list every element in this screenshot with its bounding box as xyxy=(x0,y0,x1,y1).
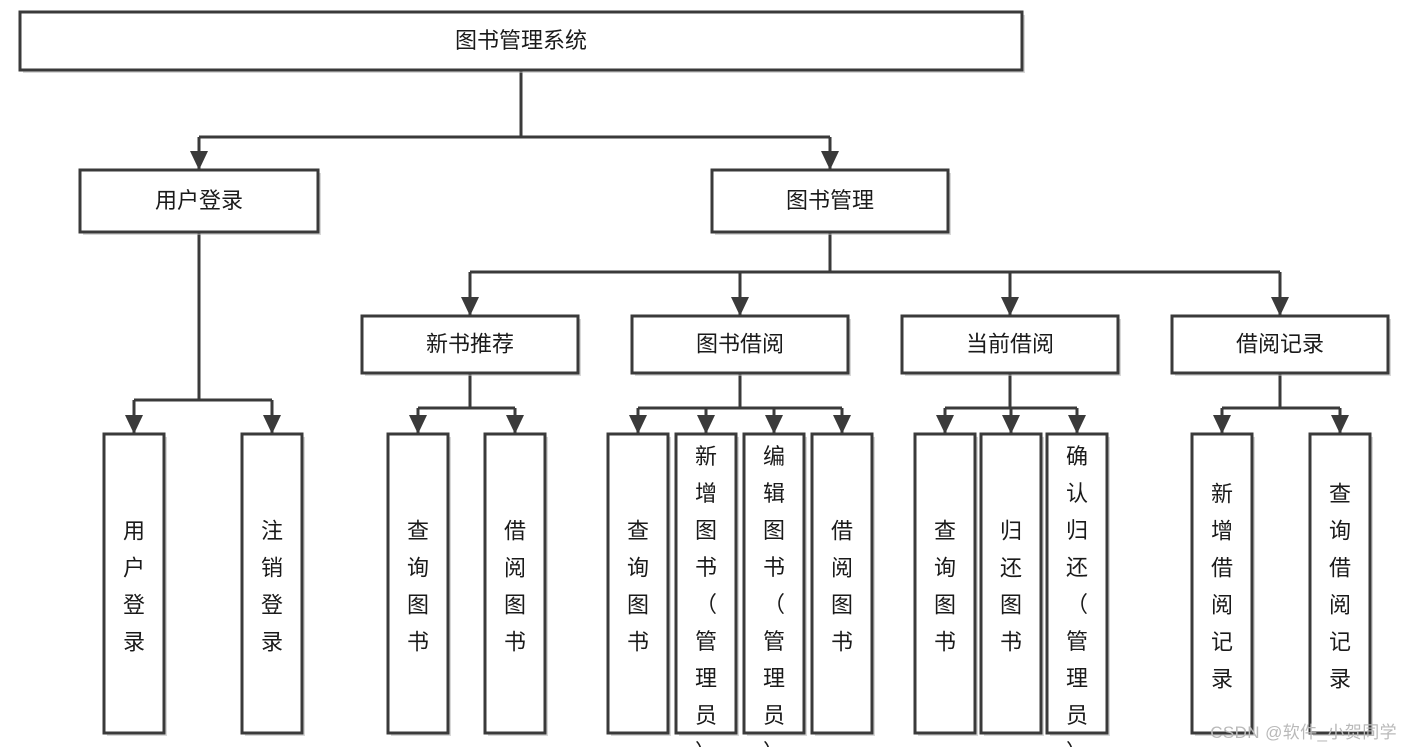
arrow-head-icon xyxy=(1213,415,1231,434)
node-rect xyxy=(1190,432,1254,735)
node-rect xyxy=(1045,432,1109,735)
connector-layer xyxy=(125,70,1349,434)
arrow-head-icon xyxy=(697,415,715,434)
node-borrow-record[interactable]: 借阅记录 xyxy=(1170,314,1391,376)
node-label: 新书推荐 xyxy=(426,331,514,356)
node-return-book[interactable]: 归还图书 xyxy=(979,432,1044,736)
node-confirm-return-admin[interactable]: 确认归还（管理员） xyxy=(1045,432,1110,752)
node-rect xyxy=(810,432,874,735)
arrow-head-icon xyxy=(1068,415,1086,434)
node-label: 确认归还（管理员） xyxy=(1066,444,1088,747)
arrow-head-icon xyxy=(936,415,954,434)
node-rect xyxy=(102,432,166,735)
arrow-head-icon xyxy=(629,415,647,434)
node-label: 借阅图书 xyxy=(831,518,853,654)
node-rect xyxy=(386,432,450,735)
node-rect xyxy=(240,432,304,735)
node-label: 注销登录 xyxy=(261,518,283,654)
node-add-book-admin[interactable]: 新增图书（管理员） xyxy=(674,432,739,752)
node-rect xyxy=(913,432,977,735)
node-borrow-book-2[interactable]: 借阅图书 xyxy=(810,432,875,736)
node-rect xyxy=(483,432,547,735)
node-user-login-do[interactable]: 用户登录 xyxy=(102,432,167,736)
node-rect xyxy=(78,168,320,234)
node-book-manage[interactable]: 图书管理 xyxy=(710,168,951,235)
arrow-head-icon xyxy=(506,415,524,434)
node-label: 图书借阅 xyxy=(696,331,784,356)
node-label: 查询图书 xyxy=(934,518,956,654)
node-add-borrow-record[interactable]: 新增借阅记录 xyxy=(1190,432,1255,736)
node-label: 查询图书 xyxy=(407,518,429,654)
arrow-head-icon xyxy=(731,297,749,316)
node-rect xyxy=(18,10,1024,72)
node-label: 当前借阅 xyxy=(966,331,1054,356)
node-query-borrow-record[interactable]: 查询借阅记录 xyxy=(1308,432,1373,736)
node-label: 新增借阅记录 xyxy=(1211,481,1233,691)
node-rect xyxy=(900,314,1120,375)
node-label: 用户登录 xyxy=(155,188,243,213)
watermark-csdn: CSDN @软件_小贺同学 xyxy=(1210,723,1397,742)
node-rect xyxy=(1170,314,1390,375)
node-rect xyxy=(742,432,806,735)
node-rect xyxy=(674,432,738,735)
arrow-head-icon xyxy=(263,415,281,434)
node-book-borrow[interactable]: 图书借阅 xyxy=(630,314,851,376)
node-layer: 图书管理系统用户登录图书管理新书推荐图书借阅当前借阅借阅记录用户登录注销登录查询… xyxy=(18,10,1391,752)
arrow-head-icon xyxy=(765,415,783,434)
node-label: 图书管理 xyxy=(786,188,874,213)
arrow-head-icon xyxy=(125,415,143,434)
node-label: 借阅图书 xyxy=(504,518,526,654)
node-query-book-1[interactable]: 查询图书 xyxy=(386,432,451,736)
node-query-book-2[interactable]: 查询图书 xyxy=(606,432,671,736)
node-rect xyxy=(979,432,1043,735)
node-label: 用户登录 xyxy=(123,518,145,654)
node-label: 查询图书 xyxy=(627,518,649,654)
node-user-logout[interactable]: 注销登录 xyxy=(240,432,305,736)
node-borrow-book-1[interactable]: 借阅图书 xyxy=(483,432,548,736)
arrow-head-icon xyxy=(821,151,839,170)
node-label: 图书管理系统 xyxy=(455,28,587,53)
arrow-head-icon xyxy=(833,415,851,434)
arrow-head-icon xyxy=(1331,415,1349,434)
arrow-head-icon xyxy=(190,151,208,170)
node-rect xyxy=(360,314,580,375)
node-rect xyxy=(710,168,950,234)
node-label: 查询借阅记录 xyxy=(1329,481,1351,691)
node-user-login[interactable]: 用户登录 xyxy=(78,168,321,235)
node-new-book-recommend[interactable]: 新书推荐 xyxy=(360,314,581,376)
node-label: 借阅记录 xyxy=(1236,331,1324,356)
arrow-head-icon xyxy=(1001,297,1019,316)
node-label: 归还图书 xyxy=(1000,518,1022,654)
node-label: 新增图书（管理员） xyxy=(695,444,717,747)
node-current-borrow[interactable]: 当前借阅 xyxy=(900,314,1121,376)
arrow-head-icon xyxy=(461,297,479,316)
arrow-head-icon xyxy=(409,415,427,434)
arrow-head-icon xyxy=(1271,297,1289,316)
node-edit-book-admin[interactable]: 编辑图书（管理员） xyxy=(742,432,807,752)
node-query-book-3[interactable]: 查询图书 xyxy=(913,432,978,736)
node-rect xyxy=(1308,432,1372,735)
node-rect xyxy=(606,432,670,735)
node-rect xyxy=(630,314,850,375)
node-root[interactable]: 图书管理系统 xyxy=(18,10,1025,73)
arrow-head-icon xyxy=(1002,415,1020,434)
node-label: 编辑图书（管理员） xyxy=(763,444,785,747)
